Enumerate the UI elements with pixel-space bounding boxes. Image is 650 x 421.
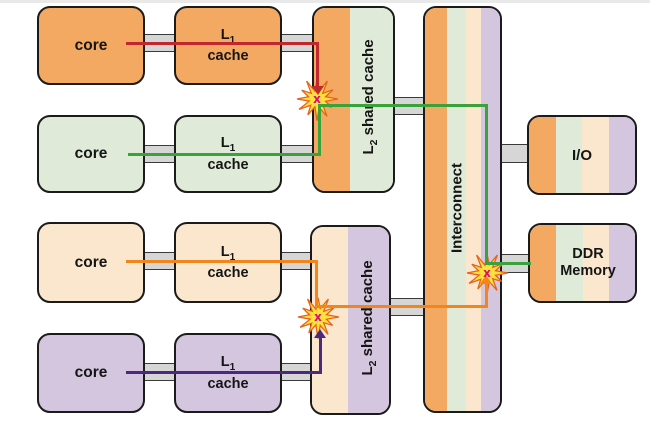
path-green-core2 (485, 262, 531, 265)
path-orange-core3 (485, 284, 488, 308)
ddr-stripes (530, 225, 635, 301)
path-red-core1 (316, 42, 319, 87)
path-orange-core3 (315, 305, 487, 308)
contention-x-mark: x (313, 92, 321, 106)
contention-burst-icon (297, 297, 339, 339)
l1-cache-label: L1 cache (207, 354, 249, 392)
arrowhead-down-icon (312, 86, 324, 95)
arrowhead-up-icon (314, 329, 326, 338)
path-orange-core3 (315, 260, 318, 308)
contention-x-mark: x (483, 266, 491, 280)
path-purple-core4 (319, 338, 322, 374)
io-label: I/O (571, 146, 592, 164)
arrowhead-up-icon (480, 275, 492, 284)
path-green-core2 (318, 104, 321, 156)
core-box-2: core (37, 115, 145, 193)
core-label: core (74, 145, 108, 162)
l1-cache-label: L1 cache (207, 26, 249, 65)
top-divider (0, 0, 650, 3)
io-box: I/O (527, 115, 637, 195)
core-label: core (74, 36, 108, 54)
l2-shared-cache-label: L2shared cache (360, 39, 380, 155)
l2-cache-stripes (312, 227, 389, 413)
contention-x-mark: x (314, 310, 322, 324)
path-purple-core4 (126, 371, 322, 374)
bus-connector (500, 144, 530, 163)
l1-cache-box-1: L1 cache (174, 6, 282, 85)
interconnect-label: Interconnect (448, 162, 466, 254)
core-box-1: core (37, 6, 145, 85)
core-label: core (74, 364, 108, 381)
l2-shared-cache-label: L2shared cache (359, 260, 379, 376)
path-green-core2 (318, 104, 488, 107)
path-green-core2 (485, 104, 488, 265)
io-stripes (529, 117, 635, 193)
l2-shared-cache-box-2 (310, 225, 391, 415)
path-red-core1 (126, 42, 319, 45)
l1-cache-label: L1 cache (207, 243, 249, 282)
l1-cache-label: L1 cache (207, 135, 249, 173)
contention-burst-icon (466, 253, 508, 295)
core-label: core (74, 253, 108, 271)
path-green-core2 (128, 153, 321, 156)
path-orange-core3 (126, 260, 318, 263)
contention-burst-icon (296, 79, 338, 121)
